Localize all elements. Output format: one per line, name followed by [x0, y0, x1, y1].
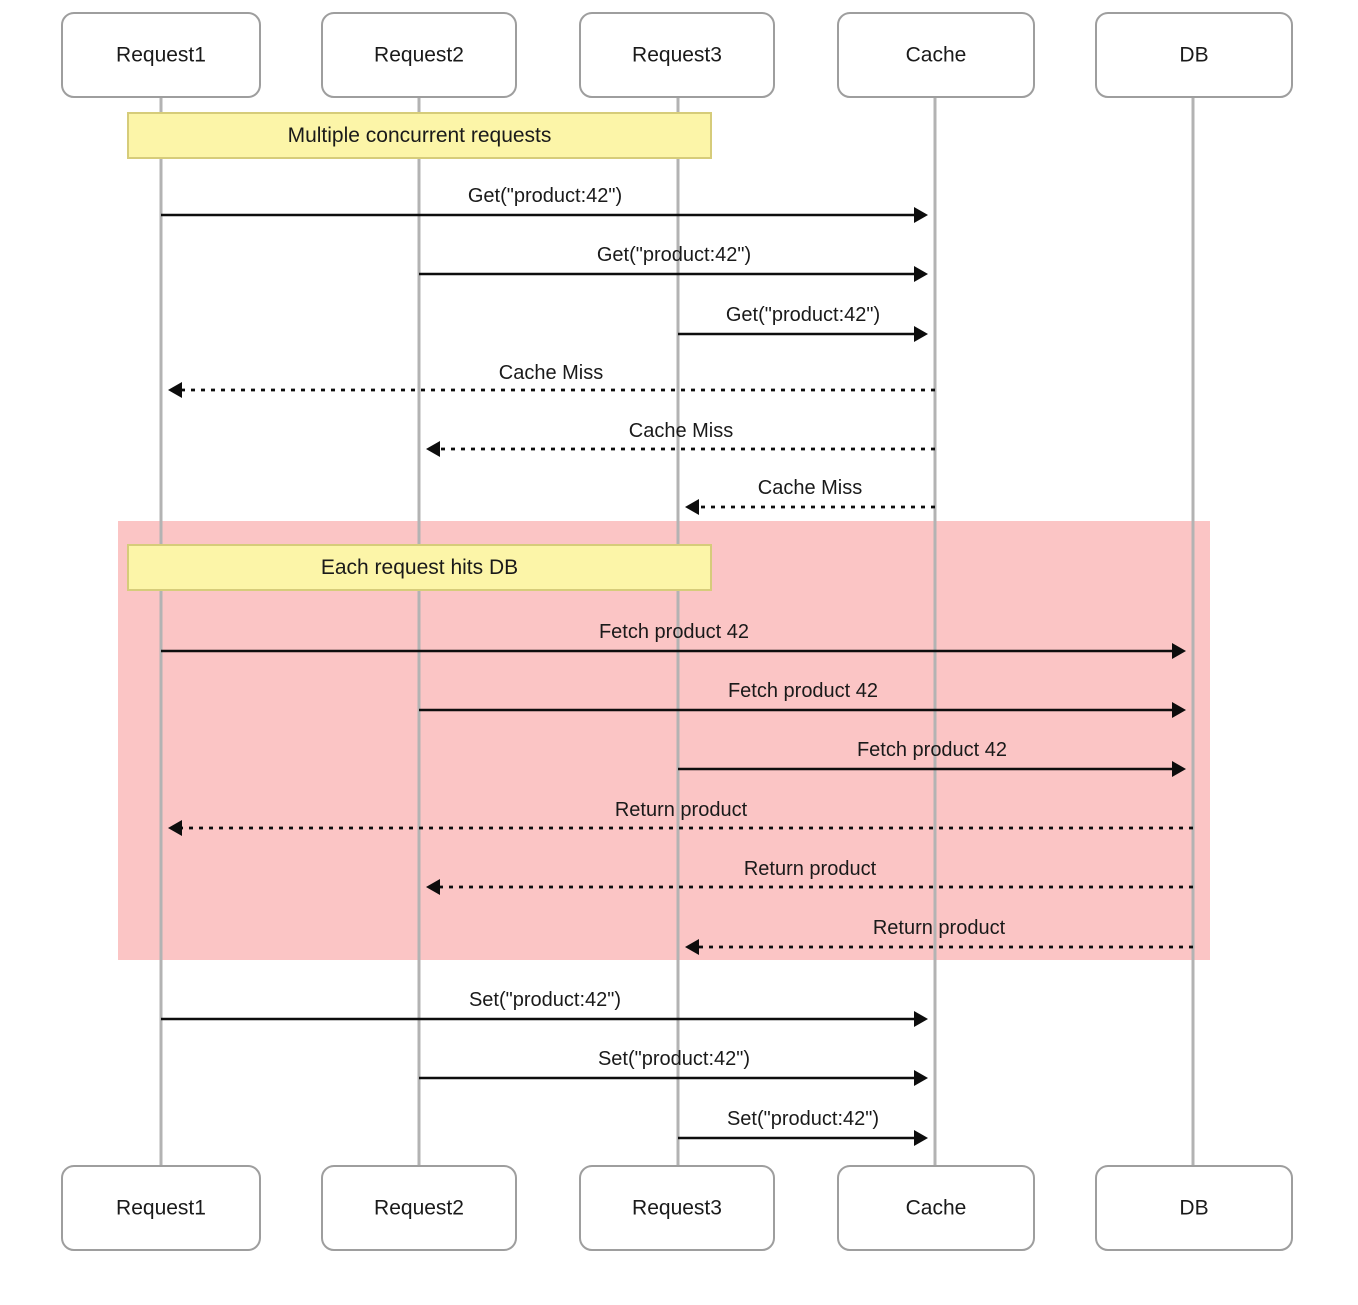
- participant-label: DB: [1179, 44, 1208, 67]
- message-m4: Cache Miss: [168, 362, 935, 398]
- participant-box-background: [61, 1165, 261, 1251]
- note-background: [127, 112, 712, 159]
- arrowhead-icon: [168, 382, 182, 398]
- arrowhead-icon: [914, 1011, 928, 1027]
- message-label: Cache Miss: [758, 477, 862, 499]
- note-label: Multiple concurrent requests: [288, 124, 552, 147]
- arrowhead-icon: [685, 939, 699, 955]
- arrowhead-icon: [685, 499, 699, 515]
- note-label: Each request hits DB: [321, 556, 518, 579]
- message-label: Get("product:42"): [597, 244, 751, 266]
- message-m14: Set("product:42"): [419, 1048, 928, 1086]
- participant-req3-bottom[interactable]: Request3: [579, 1165, 775, 1251]
- message-label: Set("product:42"): [598, 1048, 750, 1070]
- message-m9: Fetch product 42: [678, 739, 1186, 777]
- participant-req1-top[interactable]: Request1: [61, 12, 261, 98]
- participant-req3-top[interactable]: Request3: [579, 12, 775, 98]
- message-label: Cache Miss: [629, 420, 733, 442]
- message-m8: Fetch product 42: [419, 680, 1186, 718]
- message-label: Return product: [744, 858, 877, 880]
- message-m11: Return product: [426, 858, 1193, 895]
- participant-box-background: [837, 12, 1035, 98]
- arrowhead-icon: [168, 820, 182, 836]
- message-label: Fetch product 42: [599, 621, 749, 643]
- arrowhead-icon: [1172, 702, 1186, 718]
- participant-box-background: [321, 12, 517, 98]
- participant-label: Request2: [374, 1197, 464, 1220]
- participant-req2-top[interactable]: Request2: [321, 12, 517, 98]
- message-m6: Cache Miss: [685, 477, 935, 515]
- message-label: Get("product:42"): [726, 304, 880, 326]
- message-label: Return product: [615, 799, 748, 821]
- participant-label: Request1: [116, 1197, 206, 1220]
- participant-box-background: [579, 12, 775, 98]
- participant-box-background: [61, 12, 261, 98]
- message-m15: Set("product:42"): [678, 1108, 928, 1146]
- participant-db-top[interactable]: DB: [1095, 12, 1293, 98]
- arrowhead-icon: [914, 1070, 928, 1086]
- note-note-concurrent: Multiple concurrent requests: [127, 112, 712, 159]
- message-label: Set("product:42"): [469, 989, 621, 1011]
- highlight-region-db-hit-region: [118, 521, 1210, 960]
- message-label: Get("product:42"): [468, 185, 622, 207]
- participant-label: DB: [1179, 1197, 1208, 1220]
- participant-box-background: [321, 1165, 517, 1251]
- message-m3: Get("product:42"): [678, 304, 928, 342]
- participant-label: Cache: [906, 1197, 967, 1220]
- message-label: Cache Miss: [499, 362, 603, 384]
- message-m2: Get("product:42"): [419, 244, 928, 282]
- participant-label: Cache: [906, 44, 967, 67]
- participant-box-background: [837, 1165, 1035, 1251]
- participant-req2-bottom[interactable]: Request2: [321, 1165, 517, 1251]
- message-layer: Get("product:42") Get("product:42") Get("p…: [161, 185, 1193, 1146]
- participant-label: Request3: [632, 1197, 722, 1220]
- arrowhead-icon: [914, 326, 928, 342]
- arrowhead-icon: [1172, 761, 1186, 777]
- arrowhead-icon: [914, 266, 928, 282]
- message-m7: Fetch product 42: [161, 621, 1186, 659]
- message-label: Fetch product 42: [857, 739, 1007, 761]
- message-label: Fetch product 42: [728, 680, 878, 702]
- arrowhead-icon: [914, 1130, 928, 1146]
- arrowhead-icon: [426, 441, 440, 457]
- participant-db-bottom[interactable]: DB: [1095, 1165, 1293, 1251]
- arrowhead-icon: [426, 879, 440, 895]
- participant-label: Request2: [374, 44, 464, 67]
- message-m13: Set("product:42"): [161, 989, 928, 1027]
- participant-req1-bottom[interactable]: Request1: [61, 1165, 261, 1251]
- participant-cache-bottom[interactable]: Cache: [837, 1165, 1035, 1251]
- message-m5: Cache Miss: [426, 420, 935, 457]
- highlight-layer: [118, 521, 1210, 960]
- participant-label: Request3: [632, 44, 722, 67]
- participant-label: Request1: [116, 44, 206, 67]
- note-note-db-hit: Each request hits DB: [127, 544, 712, 591]
- participant-cache-top[interactable]: Cache: [837, 12, 1035, 98]
- arrowhead-icon: [914, 207, 928, 223]
- message-m12: Return product: [685, 917, 1193, 955]
- message-m1: Get("product:42"): [161, 185, 928, 223]
- participant-box-background: [579, 1165, 775, 1251]
- arrowhead-icon: [1172, 643, 1186, 659]
- note-background: [127, 544, 712, 591]
- message-m10: Return product: [168, 799, 1193, 836]
- message-label: Return product: [873, 917, 1006, 939]
- participant-box-background: [1095, 1165, 1293, 1251]
- participant-box-background: [1095, 12, 1293, 98]
- message-label: Set("product:42"): [727, 1108, 879, 1130]
